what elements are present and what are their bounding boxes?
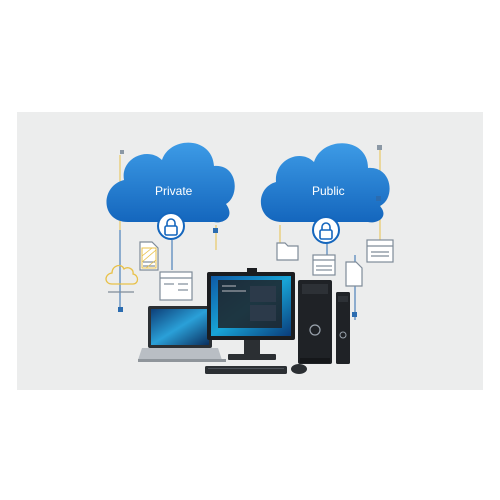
window-icon-3	[366, 239, 394, 263]
decorative-dots	[118, 145, 382, 317]
mouse	[291, 364, 307, 374]
public-cloud	[260, 143, 390, 244]
keyboard	[205, 366, 287, 374]
small-form-factor-desktop	[336, 292, 350, 364]
window-icon-2	[312, 254, 336, 276]
private-cloud	[106, 142, 235, 240]
public-cloud-label: Public	[312, 184, 345, 198]
monitor	[207, 268, 295, 360]
laptop	[138, 306, 226, 362]
window-icon	[159, 271, 193, 301]
folder-icon	[276, 242, 299, 261]
document-icon-2	[345, 261, 363, 287]
document-icon-striped	[141, 247, 157, 269]
cloud-outline-icon	[105, 264, 139, 293]
tower-desktop	[298, 280, 332, 364]
private-cloud-label: Private	[155, 184, 193, 198]
